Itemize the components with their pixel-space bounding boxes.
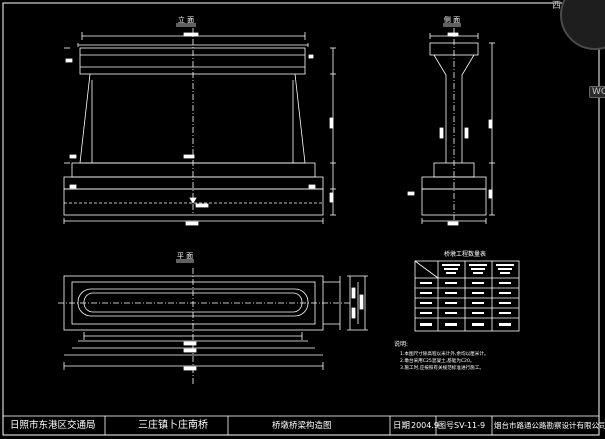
elevation-title: 立 面: [178, 15, 194, 24]
note-line-1: 1.本图尺寸除高程以米计外,余均以厘米计。: [400, 350, 489, 357]
sheet-border: [2, 2, 600, 436]
title-drawing: 桥墩桥梁构造图: [272, 421, 332, 431]
note-line-2: 2.墩台采用C25混凝土,基础为C20。: [400, 357, 474, 364]
title-date-value: 2004.9: [411, 421, 439, 430]
title-project: 三庄镇卜庄南桥: [138, 420, 208, 431]
plan-title: 平 面: [177, 252, 193, 260]
title-block: [2, 415, 600, 436]
title-designer: 烟台市路通公路勘察设计有限公司: [494, 421, 605, 430]
title-unit: 日照市东港区交通局: [10, 420, 96, 431]
view-cube-label: 西: [552, 1, 562, 11]
elevation-view: [63, 23, 336, 226]
note-line-3: 3.施工时,应按照有关规范标准进行施工。: [400, 364, 484, 371]
title-date-label: 日期: [393, 421, 411, 431]
side-title: 侧 面: [444, 15, 460, 24]
plan-view: [58, 259, 368, 385]
quantity-table: [414, 260, 520, 332]
table-title: 桥墩工程数量表: [444, 250, 486, 258]
title-sheet-number: 图号SV-11-9: [438, 421, 486, 430]
notes-heading: 说明:: [394, 340, 408, 348]
wcs-label[interactable]: WC: [589, 86, 605, 98]
side-view: [407, 23, 495, 226]
